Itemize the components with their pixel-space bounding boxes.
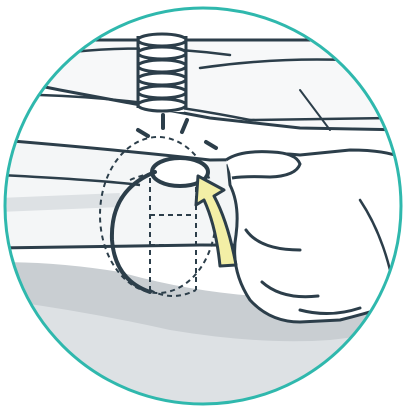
coil-spring-icon xyxy=(138,30,186,112)
